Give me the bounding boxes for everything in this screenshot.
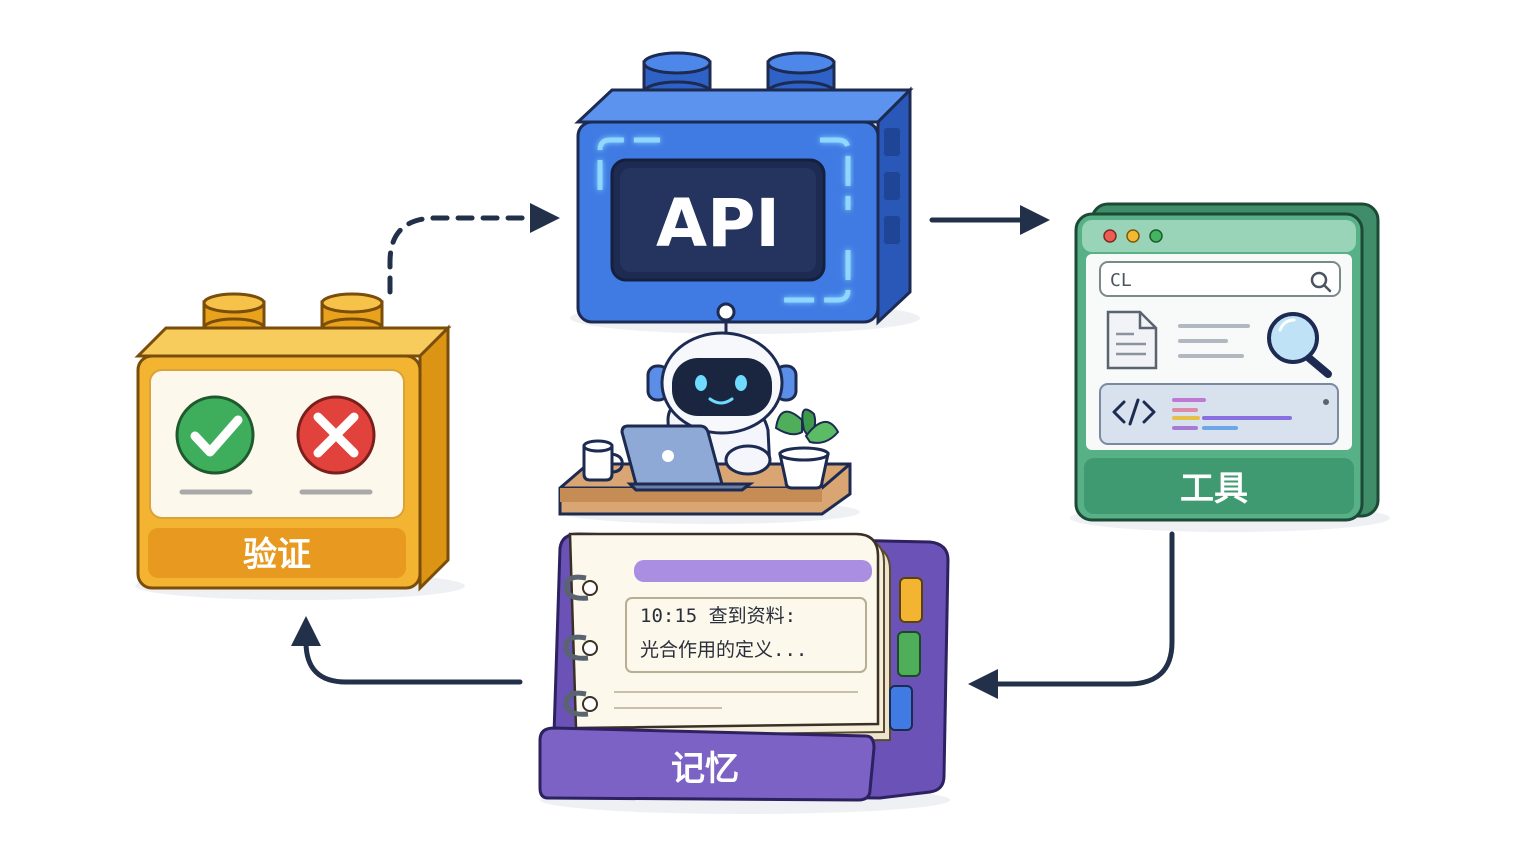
- notebook-tab-green: [897, 631, 921, 677]
- window-title-bar: [1082, 220, 1356, 252]
- note-line-1: 10:15 查到资料:: [640, 605, 796, 627]
- arrow-verify-to-api: [387, 203, 560, 295]
- arrow-memory-to-verify: [291, 616, 523, 685]
- coffee-mug-icon: [582, 439, 624, 482]
- check-icon: [175, 395, 255, 475]
- flow-arrows: [291, 203, 1175, 699]
- verify-label: 验证: [243, 535, 311, 575]
- search-bar: CL: [1099, 261, 1341, 297]
- note-line-2: 光合作用的定义...: [640, 639, 807, 661]
- robot-antenna: [716, 302, 736, 322]
- search-icon: [1310, 271, 1332, 293]
- potted-plant-icon: [774, 408, 840, 490]
- memory-label: 记忆: [671, 749, 739, 789]
- tools-label: 工具: [1180, 469, 1248, 509]
- arrow-tools-to-memory: [968, 531, 1175, 699]
- document-icon: [1106, 310, 1158, 370]
- memory-notebook: 10:15 查到资料: 光合作用的定义... 记忆: [538, 532, 950, 814]
- notebook-tab-yellow: [899, 577, 923, 623]
- magnifier-icon: [1267, 312, 1332, 378]
- cross-icon: [296, 395, 376, 475]
- robot-at-desk: [558, 302, 860, 524]
- search-text: CL: [1110, 270, 1132, 291]
- window-maximize-dot: [1149, 229, 1163, 243]
- laptop-icon: [620, 424, 755, 492]
- window-close-dot: [1103, 229, 1117, 243]
- tools-window: CL: [1070, 202, 1390, 532]
- window-minimize-dot: [1126, 229, 1140, 243]
- notebook-tab-blue: [889, 685, 913, 731]
- code-panel: [1099, 383, 1339, 445]
- api-block: API: [570, 51, 920, 334]
- binder-rings: [563, 574, 598, 717]
- code-icon: [1112, 398, 1156, 426]
- api-label: API: [656, 185, 780, 262]
- verify-block: 验证: [134, 292, 465, 600]
- note-box: [625, 597, 867, 673]
